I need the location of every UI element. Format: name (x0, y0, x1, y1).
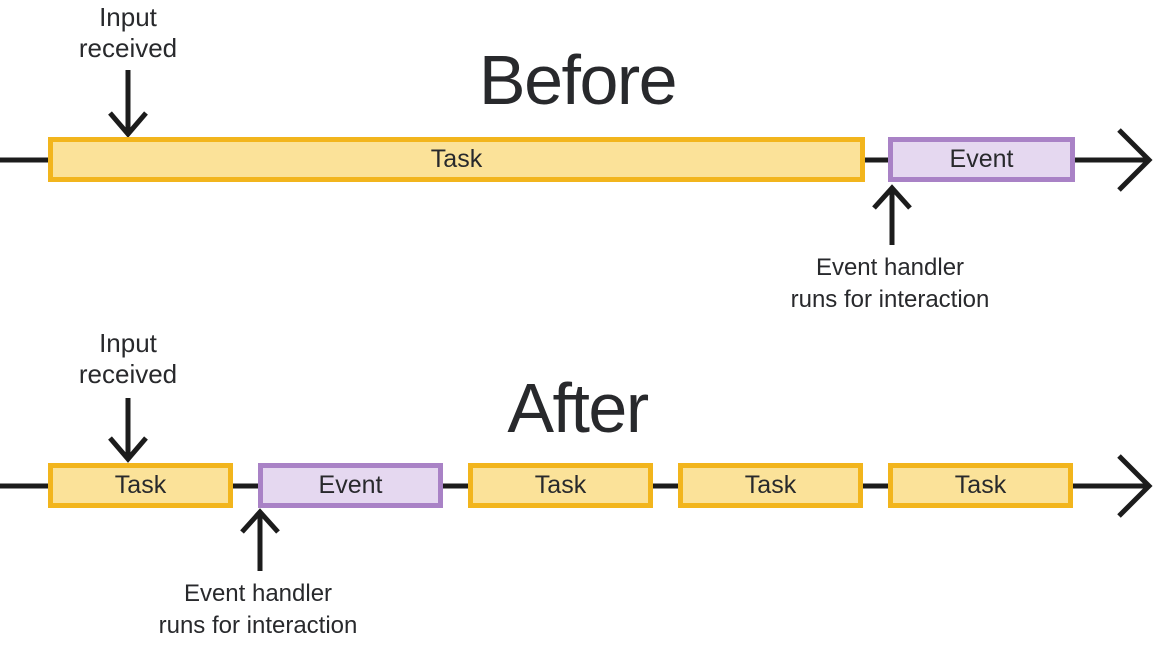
after-task-box-2: Task (468, 463, 653, 508)
before-input-arrow (108, 70, 148, 138)
before-event-handler-label: Event handler runs for interaction (790, 254, 990, 313)
after-title: After (507, 369, 649, 447)
box-label: Task (534, 471, 587, 499)
after-task-box-4: Task (888, 463, 1073, 508)
after-event-handler-label: Event handler runs for interaction (158, 580, 358, 639)
before-title: Before (478, 41, 678, 119)
after-input-arrow (108, 398, 148, 463)
after-event-handler-arrow (240, 508, 280, 571)
before-input-label: Input received (78, 2, 178, 63)
after-task-box-3: Task (678, 463, 863, 508)
after-event-box: Event (258, 463, 443, 508)
box-label: Event (949, 145, 1014, 173)
box-label: Task (954, 471, 1007, 499)
before-task-box: Task (48, 137, 865, 182)
before-event-handler-arrow (872, 184, 912, 245)
box-label: Event (318, 471, 383, 499)
after-task-box-1: Task (48, 463, 233, 508)
box-label: Task (744, 471, 797, 499)
before-event-box: Event (888, 137, 1075, 182)
box-label: Task (430, 145, 483, 173)
box-label: Task (114, 471, 167, 499)
after-input-label: Input received (78, 328, 178, 389)
